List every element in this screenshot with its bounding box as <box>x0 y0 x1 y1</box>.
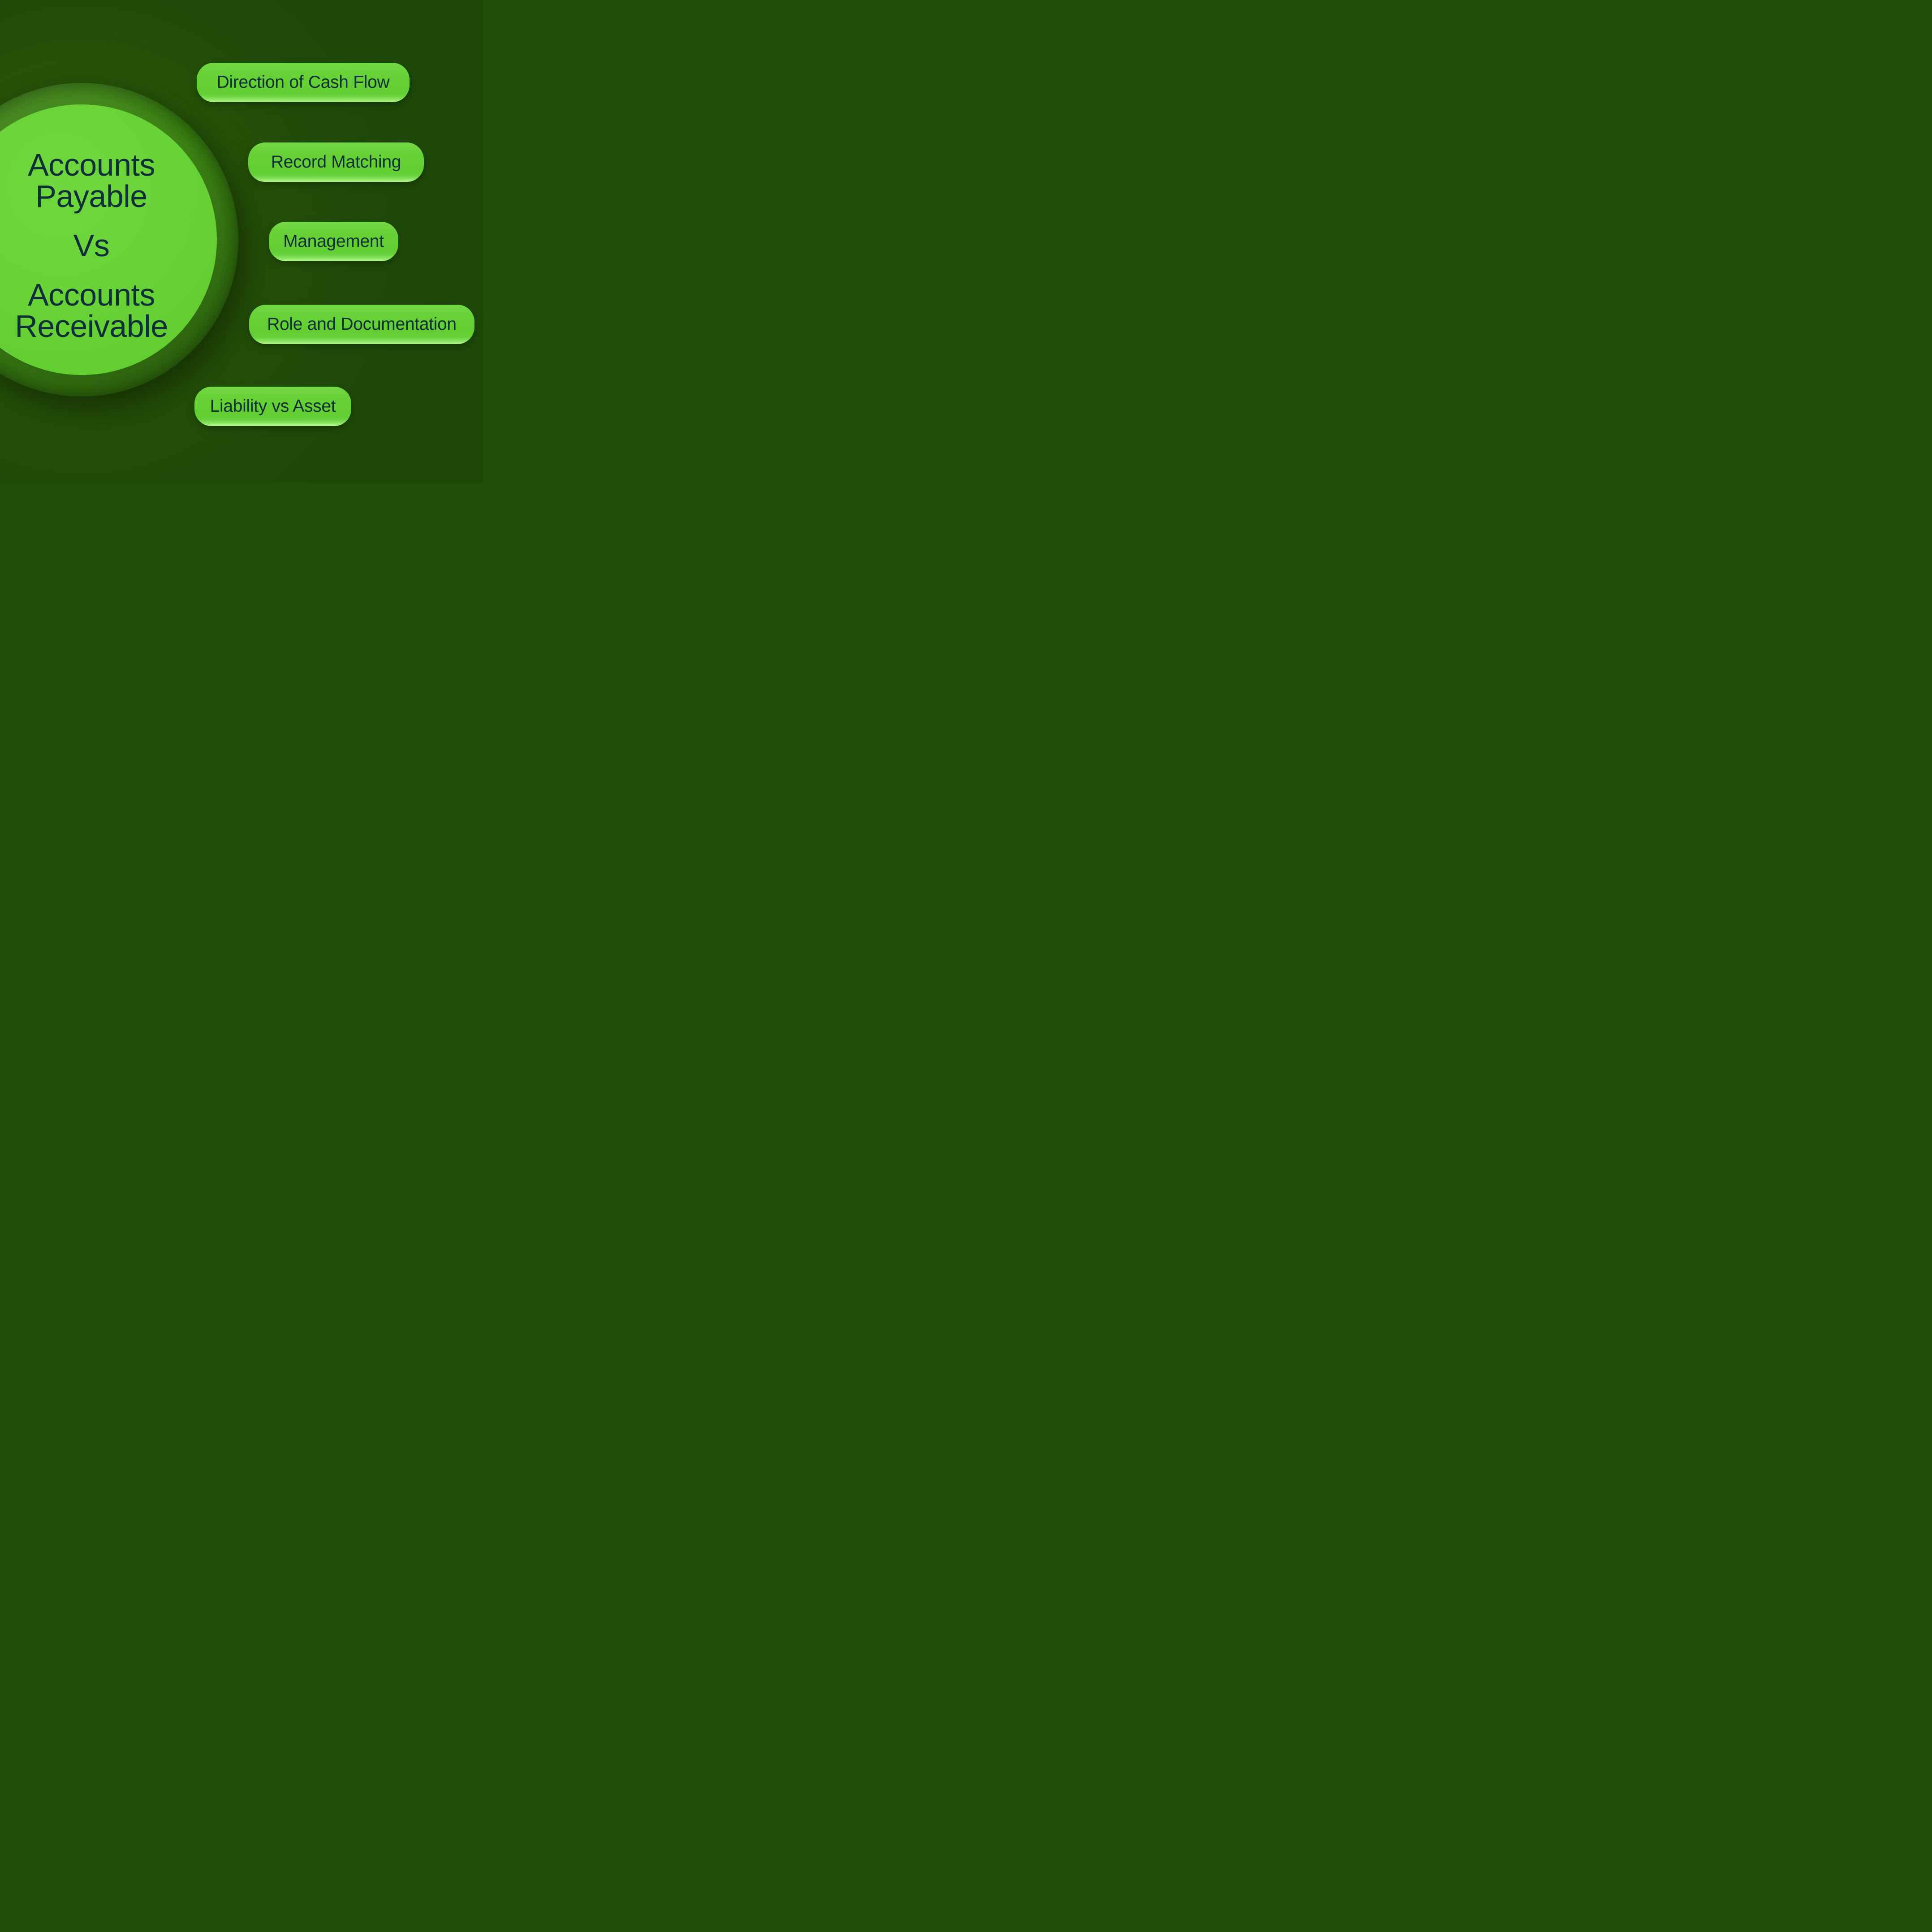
pill-role-and-documentation[interactable]: Role and Documentation <box>249 305 474 344</box>
pill-liability-vs-asset-label: Liability vs Asset <box>210 397 336 416</box>
infographic-canvas: Accounts Payable Vs Accounts Receivable … <box>0 0 483 483</box>
pill-management[interactable]: Management <box>269 222 398 261</box>
pill-direction-of-cash-flow-label: Direction of Cash Flow <box>216 73 390 92</box>
vs-divider-label: Vs <box>73 228 110 263</box>
pill-record-matching[interactable]: Record Matching <box>248 142 424 182</box>
title-bottom-line1: Accounts <box>28 277 155 312</box>
pill-management-label: Management <box>283 232 384 251</box>
pill-liability-vs-asset[interactable]: Liability vs Asset <box>194 387 351 426</box>
title-bottom-group: Accounts Receivable <box>15 279 168 342</box>
topic-circle <box>0 104 217 375</box>
title-bottom-line2: Receivable <box>15 309 168 344</box>
topic-title: Accounts Payable Vs Accounts Receivable <box>0 149 227 342</box>
title-top-group: Accounts Payable <box>28 149 155 212</box>
pill-role-and-documentation-label: Role and Documentation <box>267 315 457 334</box>
title-top-line1: Accounts <box>28 147 155 182</box>
pill-record-matching-label: Record Matching <box>271 152 401 172</box>
title-top-line2: Payable <box>35 179 147 214</box>
pill-direction-of-cash-flow[interactable]: Direction of Cash Flow <box>197 63 410 102</box>
